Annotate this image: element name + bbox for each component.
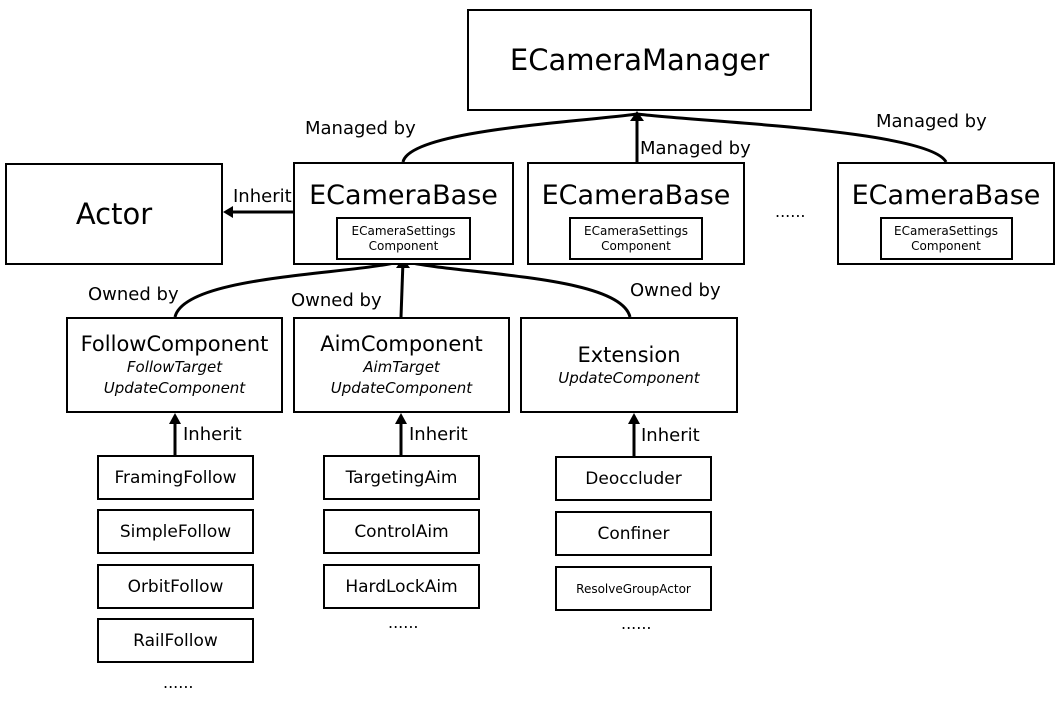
managed-by-edge-1 [401,112,638,163]
arrowhead-follow [169,413,181,424]
extension-box: Extension UpdateComponent [520,317,738,413]
owned-by-label-aim: Owned by [291,290,382,311]
settings-line-1: ECameraSettings [351,223,456,238]
subclass-box: ControlAim [323,509,480,554]
subclass-box: RailFollow [97,618,254,663]
actor-title: Actor [75,197,153,231]
camera-manager-title: ECameraManager [509,43,770,77]
inherit-label-actor: Inherit [233,186,292,207]
owned-by-edge-aim [399,260,405,318]
inherit-label-aim: Inherit [409,424,468,445]
camera-settings-component-box: ECameraSettings Component [336,217,471,260]
owned-by-edge-follow [173,259,404,318]
arrowhead-extension [628,413,640,424]
owned-by-edge-extension [402,259,632,318]
subclass-label: Deoccluder [585,468,682,489]
inherit-label-extension: Inherit [641,425,700,446]
camera-base-box-1: ECameraBase ECameraSettings Component [293,162,514,265]
settings-line-1: ECameraSettings [894,223,998,238]
subclass-label: TargetingAim [345,467,458,488]
owned-by-label-extension: Owned by [630,280,721,301]
camera-base-title: ECameraBase [851,180,1041,211]
subclass-label: Confiner [597,523,670,544]
camera-base-box-3: ECameraBase ECameraSettings Component [837,162,1055,265]
managed-by-label-2: Managed by [640,138,751,159]
more-extension-ellipsis: ...... [621,614,652,633]
extension-title: Extension [577,342,681,367]
settings-line-2: Component [601,238,671,253]
subclass-label: ControlAim [354,521,449,542]
subclass-box: SimpleFollow [97,509,254,554]
owned-by-label-follow: Owned by [88,284,179,305]
camera-base-box-2: ECameraBase ECameraSettings Component [527,162,745,265]
settings-line-1: ECameraSettings [584,223,688,238]
camera-base-title: ECameraBase [309,180,498,211]
camera-manager-box: ECameraManager [467,9,812,111]
subclass-box: FramingFollow [97,455,254,500]
subclass-label: FramingFollow [114,467,237,488]
subclass-label: RailFollow [133,630,218,651]
inherit-label-follow: Inherit [183,424,242,445]
subclass-box: Deoccluder [555,456,712,501]
subclass-box: TargetingAim [323,455,480,500]
subclass-label: SimpleFollow [119,521,232,542]
follow-component-box: FollowComponent FollowTarget UpdateCompo… [66,317,283,413]
aim-component-box: AimComponent AimTarget UpdateComponent [293,317,510,413]
follow-component-member-2: UpdateComponent [103,379,246,397]
subclass-label: HardLockAim [345,576,458,597]
managed-by-label-1: Managed by [305,118,416,139]
camera-settings-component-box: ECameraSettings Component [569,217,703,260]
settings-line-2: Component [368,238,439,253]
subclass-label: ResolveGroupActor [576,581,691,596]
follow-component-member-1: FollowTarget [126,358,223,376]
subclass-box: OrbitFollow [97,564,254,609]
actor-box: Actor [5,163,223,265]
aim-component-member-1: AimTarget [363,358,440,376]
subclass-box: ResolveGroupActor [555,566,712,611]
camera-base-title: ECameraBase [541,180,731,211]
arrowhead-actor [223,206,233,218]
managed-by-label-3: Managed by [876,111,987,132]
aim-component-title: AimComponent [320,332,483,356]
more-aim-ellipsis: ...... [388,613,419,632]
aim-component-member-2: UpdateComponent [330,379,473,397]
settings-line-2: Component [911,238,981,253]
arrowhead-manager [630,111,644,121]
more-follow-ellipsis: ...... [163,673,194,692]
managed-by-edge-3 [636,112,948,163]
arrowhead-aim [395,413,407,424]
more-camera-bases-ellipsis: ...... [775,202,806,221]
subclass-label: OrbitFollow [127,576,224,597]
camera-settings-component-box: ECameraSettings Component [879,217,1013,260]
follow-component-title: FollowComponent [80,332,269,356]
subclass-box: Confiner [555,511,712,556]
subclass-box: HardLockAim [323,564,480,609]
extension-member-1: UpdateComponent [558,368,700,387]
